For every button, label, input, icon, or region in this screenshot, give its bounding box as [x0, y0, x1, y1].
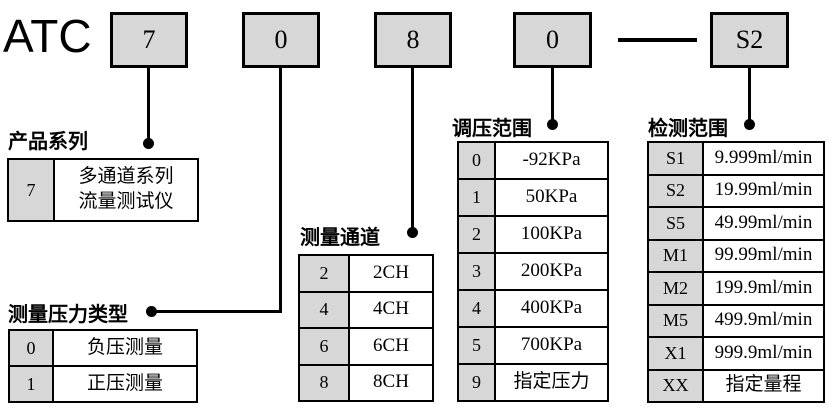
meaning-cell: 199.9ml/min	[704, 273, 823, 304]
code-cell: 9	[459, 365, 496, 400]
connector-dot-series	[143, 138, 154, 149]
code-box-detection-range: S2	[710, 12, 789, 68]
code-box-pressure-type: 0	[242, 12, 320, 68]
meaning-cell: 指定压力	[496, 365, 607, 400]
connector-dot-pressure-type	[146, 306, 157, 317]
code-box-channels-value: 8	[406, 25, 420, 54]
code-cell: 0	[10, 331, 54, 365]
meaning-cell: 499.9ml/min	[704, 305, 823, 336]
code-cell: 7	[9, 160, 55, 220]
code-cell: 6	[300, 329, 350, 364]
connector-line-channels	[411, 68, 414, 230]
code-cell: M5	[649, 305, 704, 336]
code-cell: 4	[300, 292, 350, 327]
meaning-cell: 指定量程	[704, 370, 823, 401]
pressure-type-label: 测量压力类型	[8, 304, 128, 326]
code-box-series: 7	[110, 12, 188, 68]
code-box-series-value: 7	[142, 25, 156, 54]
meaning-cell: 负压测量	[54, 331, 196, 365]
meaning-cell: 4CH	[350, 292, 432, 327]
meaning-cell: 700KPa	[496, 328, 607, 363]
connector-line-series	[147, 68, 150, 140]
channels-label: 测量通道	[300, 227, 380, 249]
code-cell: XX	[649, 370, 704, 401]
code-cell: S1	[649, 143, 704, 174]
pressure-range-label: 调压范围	[452, 118, 532, 140]
meaning-cell: 99.99ml/min	[704, 240, 823, 271]
meaning-cell: -92KPa	[496, 143, 607, 178]
meaning-cell: 400KPa	[496, 291, 607, 326]
meaning-cell: 8CH	[350, 365, 432, 400]
table-row: 0-92KPa	[459, 143, 607, 178]
code-box-pressure-range-value: 0	[546, 25, 559, 54]
code-cell: 4	[459, 291, 496, 326]
code-cell: X1	[649, 338, 704, 369]
code-cell: S5	[649, 208, 704, 239]
connector-dot-pressure-range	[547, 119, 558, 130]
meaning-cell: 100KPa	[496, 217, 607, 252]
meaning-cell: 50KPa	[496, 180, 607, 215]
meaning-cell: 49.99ml/min	[704, 208, 823, 239]
code-cell: 1	[459, 180, 496, 215]
code-box-detection-range-value: S2	[735, 25, 764, 54]
code-cell: 0	[459, 143, 496, 178]
meaning-cell: 6CH	[350, 329, 432, 364]
code-cell: 8	[300, 365, 350, 400]
connector-line-detection-range	[748, 68, 751, 122]
code-cell: M2	[649, 273, 704, 304]
code-box-pressure-type-value: 0	[274, 25, 288, 54]
meaning-cell: 正压测量	[54, 367, 196, 401]
code-cell: 3	[459, 254, 496, 289]
code-cell: M1	[649, 240, 704, 271]
connector-dot-channels	[407, 227, 418, 238]
connector-line-pressure-type-horizontal	[155, 310, 282, 313]
connector-line-pressure-range	[551, 68, 554, 122]
code-box-channels: 8	[374, 12, 452, 68]
connector-line-pressure-type-vertical	[279, 68, 282, 313]
meaning-cell: 多通道系列 流量测试仪	[55, 160, 197, 220]
model-prefix: ATC	[3, 10, 92, 62]
meaning-cell: 2CH	[350, 256, 432, 291]
meaning-cell: 999.9ml/min	[704, 338, 823, 369]
separator-dash	[618, 38, 697, 42]
code-box-pressure-range: 0	[513, 12, 592, 68]
meaning-cell: 19.99ml/min	[704, 175, 823, 206]
product-series-label: 产品系列	[8, 131, 88, 153]
detection-range-label: 检测范围	[648, 118, 728, 140]
code-cell: S2	[649, 175, 704, 206]
meaning-cell: 9.999ml/min	[704, 143, 823, 174]
code-cell: 1	[10, 367, 54, 401]
connector-dot-detection-range	[744, 119, 755, 130]
meaning-cell: 200KPa	[496, 254, 607, 289]
code-cell: 2	[459, 217, 496, 252]
code-cell: 2	[300, 256, 350, 291]
code-cell: 5	[459, 328, 496, 363]
